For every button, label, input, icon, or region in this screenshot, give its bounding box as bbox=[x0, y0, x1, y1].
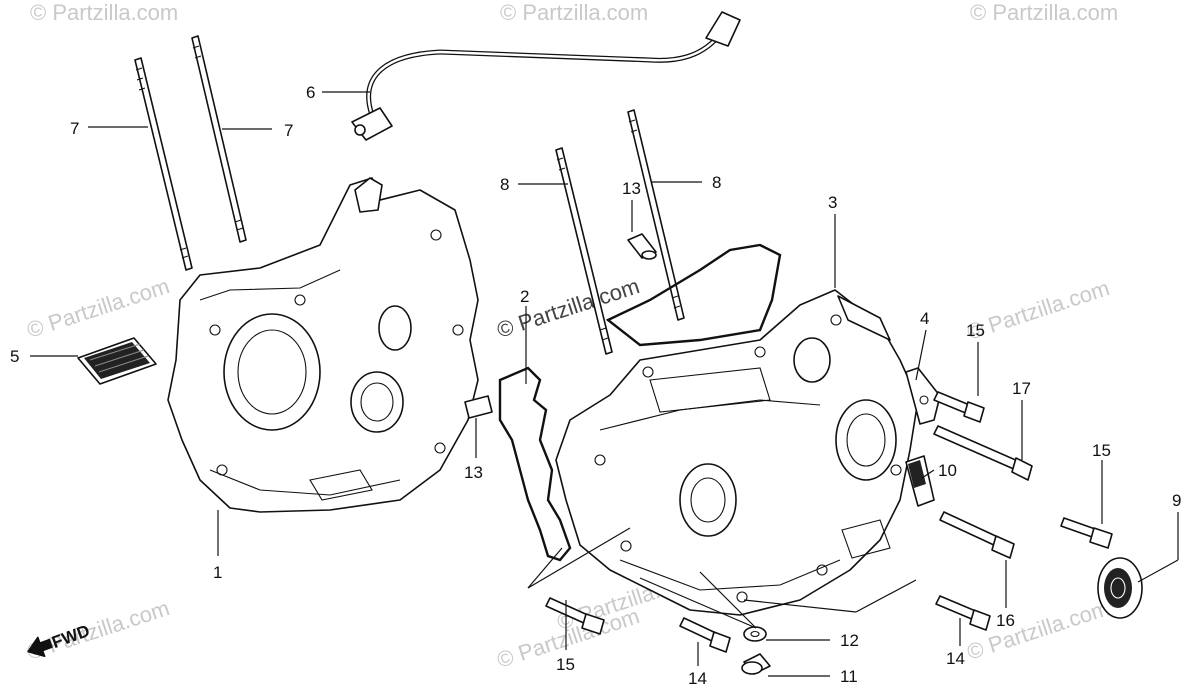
oil-screen-5 bbox=[77, 337, 157, 385]
callout-14: 14 bbox=[946, 649, 965, 668]
stud-8-right bbox=[627, 109, 685, 321]
callout-5: 5 bbox=[10, 347, 19, 366]
clamp-10 bbox=[905, 455, 935, 507]
callout-8: 8 bbox=[500, 175, 509, 194]
callout-15: 15 bbox=[1092, 441, 1111, 460]
callout-8: 8 bbox=[712, 173, 721, 192]
watermark: © Partzilla.com bbox=[24, 273, 173, 343]
fwd-arrow-icon bbox=[27, 636, 53, 658]
bolt-15-right bbox=[1060, 517, 1113, 549]
callout-15: 15 bbox=[966, 321, 985, 340]
watermark: © Partzilla.com bbox=[970, 0, 1118, 25]
callout-4: 4 bbox=[920, 309, 929, 328]
stud-8-left bbox=[555, 147, 613, 355]
bolt-14-left bbox=[679, 617, 731, 653]
watermark: © Partzilla.com bbox=[24, 595, 173, 665]
bolt-15-bottom bbox=[545, 597, 605, 635]
callout-13: 13 bbox=[464, 463, 483, 482]
callout-12: 12 bbox=[840, 631, 859, 650]
breather-tube-6 bbox=[351, 11, 741, 141]
leader-lines bbox=[30, 91, 1179, 677]
oil-seal-9 bbox=[1097, 557, 1143, 619]
stud-7-right bbox=[191, 35, 247, 243]
callout-10: 10 bbox=[938, 461, 957, 480]
callout-2: 2 bbox=[520, 287, 529, 306]
plate-4 bbox=[905, 367, 941, 425]
callouts: 7 7 6 8 8 13 5 1 13 2 3 4 15 17 15 9 10 … bbox=[10, 83, 1181, 688]
callout-17: 17 bbox=[1012, 379, 1031, 398]
callout-16: 16 bbox=[996, 611, 1015, 630]
gasket-2 bbox=[498, 243, 782, 562]
callout-6: 6 bbox=[306, 83, 315, 102]
drain-plug-11 bbox=[741, 653, 771, 675]
right-crankcase-3 bbox=[555, 289, 919, 616]
callout-7: 7 bbox=[284, 121, 293, 140]
callout-1: 1 bbox=[213, 563, 222, 582]
callout-9: 9 bbox=[1172, 491, 1181, 510]
callout-3: 3 bbox=[828, 193, 837, 212]
bolt-17 bbox=[933, 425, 1033, 481]
washer-12 bbox=[743, 626, 767, 642]
stud-7-left bbox=[134, 57, 193, 271]
dowel-pin-13 bbox=[627, 233, 657, 260]
bolt-15-top bbox=[933, 391, 985, 423]
callout-7: 7 bbox=[70, 119, 79, 138]
watermark: © Partzilla.com bbox=[30, 0, 178, 25]
watermark: © Partzilla.com bbox=[964, 275, 1113, 345]
callout-11: 11 bbox=[840, 667, 858, 686]
callout-15: 15 bbox=[556, 655, 575, 674]
left-crankcase-1 bbox=[167, 177, 493, 513]
center-watermark: © Partzilla.com bbox=[494, 273, 643, 343]
watermark: © Partzilla.com bbox=[500, 0, 648, 25]
callout-13: 13 bbox=[622, 179, 641, 198]
bolt-14-right bbox=[935, 595, 991, 631]
callout-14: 14 bbox=[688, 669, 707, 688]
bolt-16 bbox=[939, 511, 1015, 559]
